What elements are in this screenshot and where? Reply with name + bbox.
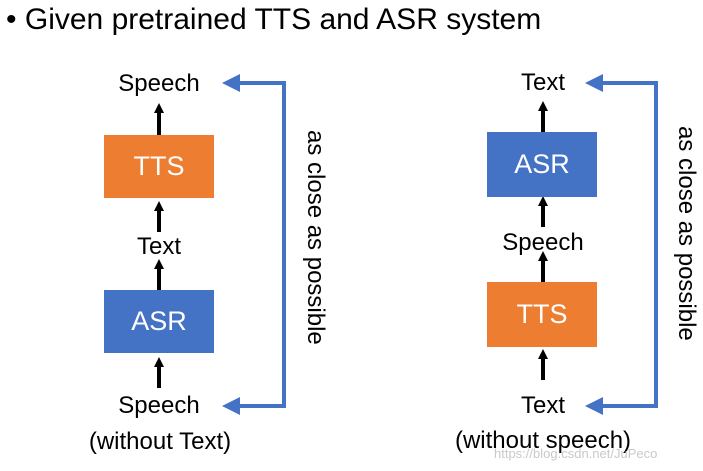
right-feedback-arrowhead-top bbox=[585, 74, 603, 92]
right-top-label: Text bbox=[520, 69, 565, 96]
bullet-icon: • bbox=[6, 3, 17, 36]
title-text: Given pretrained TTS and ASR system bbox=[24, 3, 542, 36]
right-middle-label: Speech bbox=[502, 229, 584, 256]
title: • Given pretrained TTS and ASR system bbox=[6, 2, 541, 38]
left-bottom-label: Speech bbox=[118, 392, 200, 419]
left-tts-box: TTS bbox=[104, 135, 214, 198]
right-side-text: as close as possible bbox=[673, 126, 700, 341]
left-middle-label: Text bbox=[136, 233, 181, 260]
right-asr-box: ASR bbox=[487, 132, 597, 197]
watermark: https://blog.csdn.net/JuPeco bbox=[494, 446, 658, 461]
left-caption: (without Text) bbox=[88, 428, 232, 455]
left-feedback-arrowhead-bottom bbox=[222, 397, 240, 415]
right-feedback-arrowhead-bottom bbox=[585, 397, 603, 415]
right-tts-box: TTS bbox=[487, 282, 597, 347]
left-feedback-bracket bbox=[238, 81, 286, 408]
right-caption: (without speech) bbox=[454, 427, 632, 454]
left-feedback-arrowhead-top bbox=[222, 74, 240, 92]
left-side-text: as close as possible bbox=[302, 130, 329, 345]
left-top-label: Speech bbox=[118, 70, 200, 97]
left-asr-box: ASR bbox=[104, 290, 214, 353]
right-feedback-bracket bbox=[601, 81, 658, 408]
right-bottom-label: Text bbox=[520, 392, 565, 419]
